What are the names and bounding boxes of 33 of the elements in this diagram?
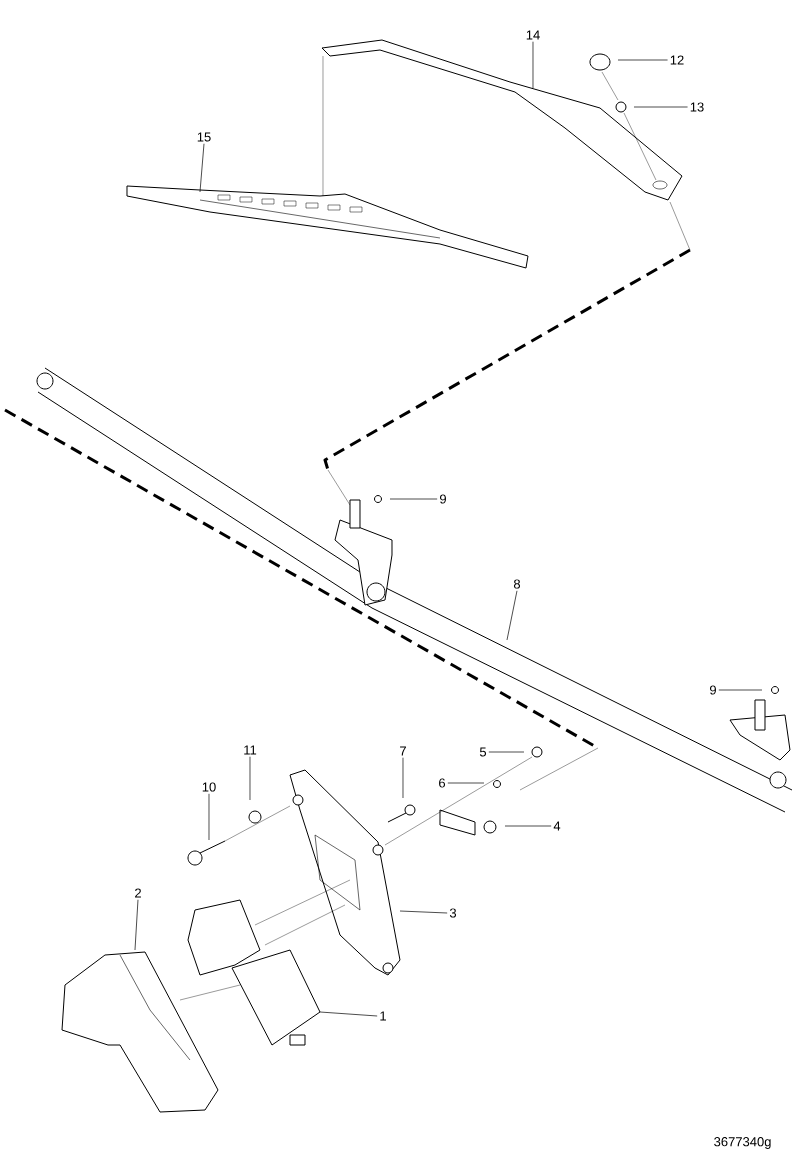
callout-number: 1	[380, 1011, 386, 1021]
callout-number: 6	[439, 778, 446, 788]
callout-number: 7	[400, 746, 406, 756]
leader-line	[399, 910, 448, 914]
callout-number: 10	[202, 782, 216, 792]
leader-line	[402, 757, 404, 799]
callout-number: 4	[553, 821, 561, 831]
leader-line	[633, 106, 688, 108]
callout-number: 13	[690, 102, 704, 112]
callout-number: 8	[513, 579, 521, 589]
leader-line	[389, 498, 438, 500]
leader-line	[504, 825, 552, 827]
callout-number: 14	[526, 30, 540, 40]
callout-number: 9	[440, 494, 446, 504]
leader-line	[134, 899, 139, 951]
leader-line	[488, 751, 525, 753]
callout-number: 5	[479, 747, 487, 757]
drawing-number: 3677340g	[714, 1137, 771, 1149]
leader-line	[506, 590, 518, 641]
callout-number: 9	[710, 685, 716, 695]
callout-number: 3	[449, 908, 457, 918]
leader-line	[718, 689, 763, 691]
callout-number: 2	[135, 888, 141, 898]
callout-number: 15	[197, 132, 211, 142]
leader-line	[532, 41, 534, 89]
leader-line	[199, 143, 205, 193]
leader-line	[208, 793, 210, 841]
callout-number: 11	[244, 745, 257, 755]
callout-number: 12	[670, 55, 684, 65]
leader-line	[447, 782, 485, 784]
leader-line	[249, 756, 251, 801]
leader-line	[617, 59, 668, 61]
leader-line	[319, 1011, 378, 1017]
